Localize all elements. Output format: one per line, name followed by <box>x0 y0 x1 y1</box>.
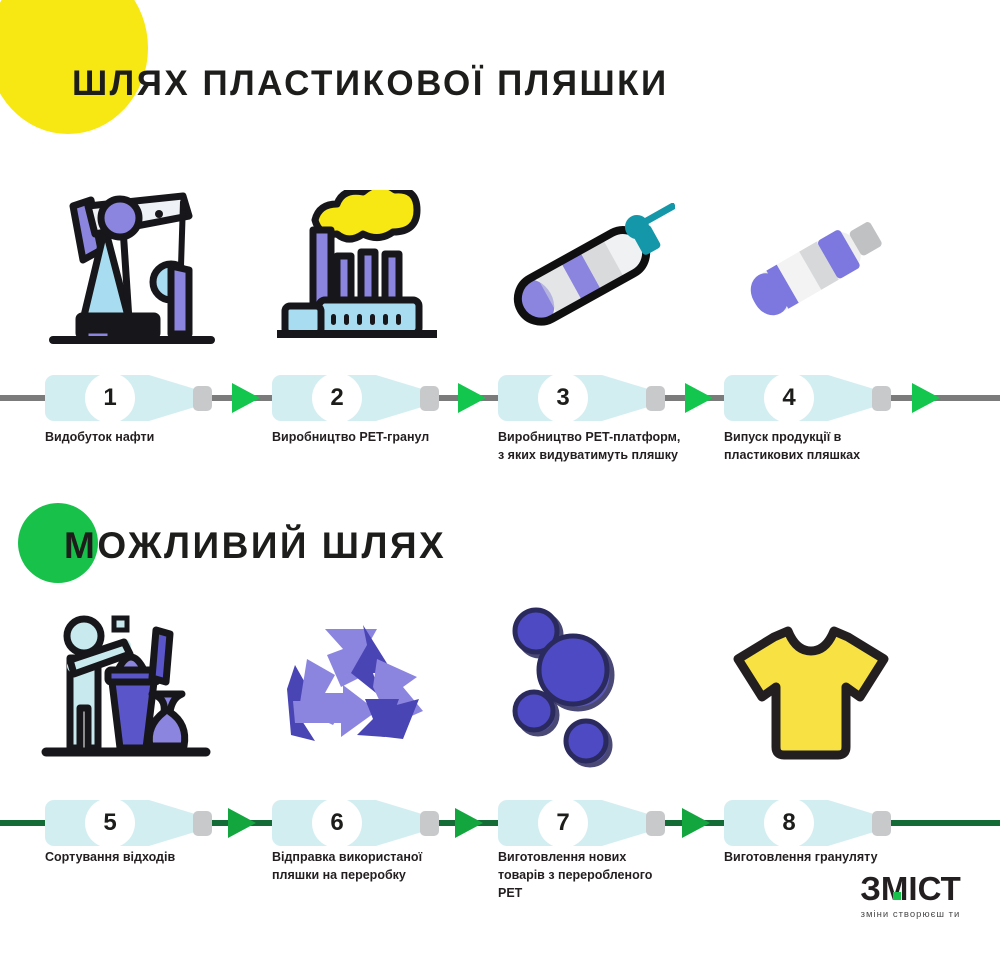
flow-arrow-5 <box>228 808 256 838</box>
flow-arrow-6 <box>455 808 483 838</box>
icon-row-top <box>0 180 1000 355</box>
green-circle-decoration <box>18 503 98 583</box>
flow-arrow-7 <box>682 808 710 838</box>
page-title: ШЛЯХ ПЛАСТИКОВОЇ ПЛЯШКИ <box>72 64 669 103</box>
label-line: Виробництво PET-гранул <box>272 430 430 444</box>
step-marker-8[interactable]: 8 <box>724 798 896 848</box>
icon-cell-step-3 <box>490 180 680 355</box>
bottle-cap <box>420 386 439 411</box>
step-number: 3 <box>538 373 588 423</box>
label-line: Сортування відходів <box>45 850 176 864</box>
label-line: Виробництво PET-платформ, <box>498 430 681 444</box>
step-label-8: Виготовлення грануляту <box>724 849 924 867</box>
icon-cell-step-8 <box>715 605 905 780</box>
pellets-icon <box>512 607 614 768</box>
label-line: з яких видуватимуть пляшку <box>498 447 678 462</box>
icon-cell-step-4 <box>715 180 905 355</box>
bottle-cap <box>193 386 212 411</box>
step-number: 7 <box>538 798 588 848</box>
section-2-title: МОЖЛИВИЙ ШЛЯХ <box>64 525 447 566</box>
label-line: товарів з переробленого <box>498 867 653 882</box>
step-number: 5 <box>85 798 135 848</box>
step-marker-5[interactable]: 5 <box>45 798 217 848</box>
step-number: 1 <box>85 373 135 423</box>
flow-arrow-4 <box>912 383 940 413</box>
brand-logo[interactable]: ЗМІСТ зміни створюєш ти <box>838 872 983 920</box>
step-marker-6[interactable]: 6 <box>272 798 444 848</box>
step-label-1: Видобуток нафти <box>45 429 245 447</box>
flow-row-top: 1 2 3 4 <box>0 373 1000 423</box>
oil-pump-jack-icon <box>48 192 215 344</box>
tshirt-icon <box>733 626 888 760</box>
step-marker-4[interactable]: 4 <box>724 373 896 423</box>
step-number: 8 <box>764 798 814 848</box>
icon-cell-step-6 <box>263 605 453 780</box>
icon-cell-step-2 <box>263 180 453 355</box>
bottle-cap <box>872 386 891 411</box>
step-label-5: Сортування відходів <box>45 849 245 867</box>
label-line: пляшки на переробку <box>272 867 406 882</box>
step-label-6: Відправка використаної пляшки на перероб… <box>272 849 472 885</box>
recycling-arrows-icon <box>286 625 423 741</box>
bottle-cap <box>646 811 665 836</box>
step-marker-2[interactable]: 2 <box>272 373 444 423</box>
bottle-cap <box>193 811 212 836</box>
bottle-cap <box>420 811 439 836</box>
step-marker-1[interactable]: 1 <box>45 373 217 423</box>
logo-tagline: зміни створюєш ти <box>860 909 961 920</box>
label-line: PET <box>498 885 523 900</box>
step-number: 6 <box>312 798 362 848</box>
flow-arrow-1 <box>232 383 260 413</box>
flow-arrow-3 <box>685 383 713 413</box>
person-sorting-waste-icon <box>41 615 211 756</box>
bottle-cap <box>872 811 891 836</box>
label-line: Виготовлення нових <box>498 850 627 864</box>
icon-row-bottom <box>0 605 1000 780</box>
label-line: Випуск продукції в <box>724 430 842 444</box>
step-label-2: Виробництво PET-гранул <box>272 429 472 447</box>
icon-cell-step-7 <box>490 605 680 780</box>
step-label-7: Виготовлення нових товарів з перероблено… <box>498 849 698 902</box>
step-number: 4 <box>764 373 814 423</box>
label-line: Видобуток нафти <box>45 430 155 444</box>
plastic-bottle-icon <box>750 222 882 316</box>
factory-icon <box>277 190 437 338</box>
logo-wordmark: ЗМІСТ <box>860 870 961 907</box>
icon-cell-step-1 <box>35 180 225 355</box>
step-number: 2 <box>312 373 362 423</box>
label-line: Виготовлення грануляту <box>724 850 878 864</box>
step-label-4: Випуск продукції в пластикових пляшках <box>724 429 924 465</box>
label-line: Відправка використаної <box>272 850 423 864</box>
flow-arrow-2 <box>458 383 486 413</box>
flow-row-bottom: 5 6 7 8 <box>0 798 1000 848</box>
logo-accent-dot <box>893 892 901 900</box>
pet-preform-icon <box>513 202 675 326</box>
bottle-cap <box>646 386 665 411</box>
step-label-3: Виробництво PET-платформ, з яких видуват… <box>498 429 698 465</box>
step-marker-3[interactable]: 3 <box>498 373 670 423</box>
step-marker-7[interactable]: 7 <box>498 798 670 848</box>
icon-cell-step-5 <box>35 605 225 780</box>
label-line: пластикових пляшках <box>724 447 861 462</box>
